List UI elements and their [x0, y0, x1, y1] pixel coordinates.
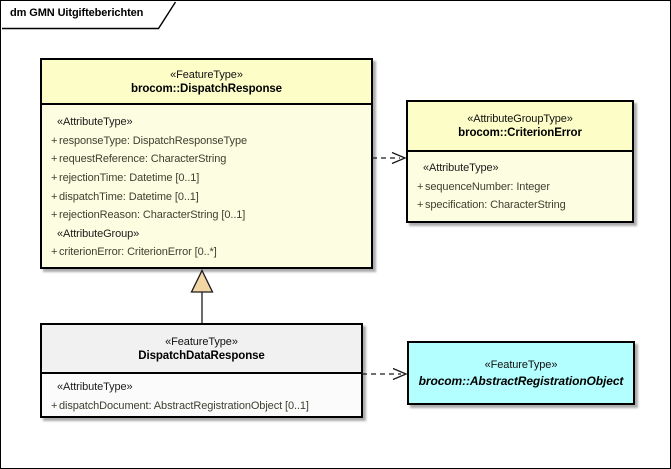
generalization-connector	[190, 269, 214, 323]
attribute-row: + dispatchDocument: AbstractRegistration…	[42, 397, 361, 416]
attributes-compartment: «AttributeType» + dispatchDocument: Abst…	[42, 374, 361, 415]
class-box-criterion-error[interactable]: «AttributeGroupType» brocom::CriterionEr…	[406, 100, 634, 223]
class-header: «FeatureType» brocom::DispatchResponse	[42, 60, 371, 105]
class-name: brocom::DispatchResponse	[131, 82, 282, 95]
class-name: brocom::CriterionError	[458, 127, 582, 139]
visibility-marker: +	[51, 190, 58, 203]
visibility-marker: +	[51, 153, 58, 166]
diagram-title: dm GMN Uitgifteberichten	[10, 7, 144, 19]
attribute-row: + criterionError: CriterionError [0..*]	[42, 243, 371, 262]
visibility-marker: +	[51, 172, 58, 185]
attribute-text: requestReference: CharacterString	[59, 153, 227, 166]
class-header: «AttributeGroupType» brocom::CriterionEr…	[408, 102, 632, 152]
attribute-row: + rejectionReason: CharacterString [0..1…	[42, 206, 371, 225]
visibility-marker: +	[51, 399, 58, 412]
visibility-marker: +	[51, 209, 58, 222]
section-label: «AttributeType»	[423, 162, 499, 175]
generalization-triangle-icon	[190, 269, 214, 293]
class-name: brocom::AbstractRegistrationObject	[418, 373, 624, 388]
attribute-row: + requestReference: CharacterString	[42, 150, 371, 169]
attribute-text: rejectionReason: CharacterString [0..1]	[59, 209, 246, 222]
attribute-row: + dispatchTime: Datetime [0..1]	[42, 187, 371, 206]
attribute-text: responseType: DispatchResponseType	[59, 134, 247, 147]
stereotype-label: «FeatureType»	[170, 68, 243, 81]
section-label: «AttributeType»	[57, 116, 133, 129]
attribute-text: specification: CharacterString	[425, 199, 566, 212]
class-name: DispatchDataResponse	[138, 349, 265, 362]
stereotype-label: «FeatureType»	[165, 335, 238, 348]
class-header: «FeatureType» DispatchDataResponse	[42, 325, 361, 374]
section-label: «AttributeType»	[57, 381, 133, 394]
visibility-marker: +	[51, 246, 58, 259]
attribute-text: dispatchTime: Datetime [0..1]	[59, 190, 199, 203]
attribute-text: criterionError: CriterionError [0..*]	[59, 246, 217, 259]
attribute-text: sequenceNumber: Integer	[425, 180, 550, 193]
dependency-arrow-criterion-error	[372, 151, 407, 165]
open-arrowhead-icon	[392, 367, 408, 381]
attribute-row: + rejectionTime: Datetime [0..1]	[42, 169, 371, 188]
attribute-row: + responseType: DispatchResponseType	[42, 132, 371, 151]
visibility-marker: +	[417, 199, 424, 212]
open-arrowhead-icon	[391, 151, 407, 165]
attribute-text: dispatchDocument: AbstractRegistrationOb…	[59, 399, 309, 412]
attributes-compartment: «AttributeType» + sequenceNumber: Intege…	[408, 152, 632, 215]
stereotype-label: «AttributeGroupType»	[467, 113, 573, 125]
class-box-abstract-registration-object[interactable]: «FeatureType» brocom::AbstractRegistrati…	[407, 341, 635, 405]
attribute-row: + sequenceNumber: Integer	[408, 178, 632, 197]
stereotype-label: «FeatureType»	[484, 358, 558, 371]
class-box-dispatch-data-response[interactable]: «FeatureType» DispatchDataResponse «Attr…	[40, 323, 363, 418]
visibility-marker: +	[417, 180, 424, 193]
attribute-text: rejectionTime: Datetime [0..1]	[59, 172, 200, 185]
section-label: «AttributeGroup»	[57, 227, 140, 240]
class-box-dispatch-response[interactable]: «FeatureType» brocom::DispatchResponse «…	[40, 58, 373, 269]
visibility-marker: +	[51, 134, 58, 147]
attribute-row: + specification: CharacterString	[408, 196, 632, 215]
dependency-arrow-abstract-registration-object	[362, 367, 408, 381]
attributes-compartment: «AttributeType» + responseType: Dispatch…	[42, 105, 371, 262]
